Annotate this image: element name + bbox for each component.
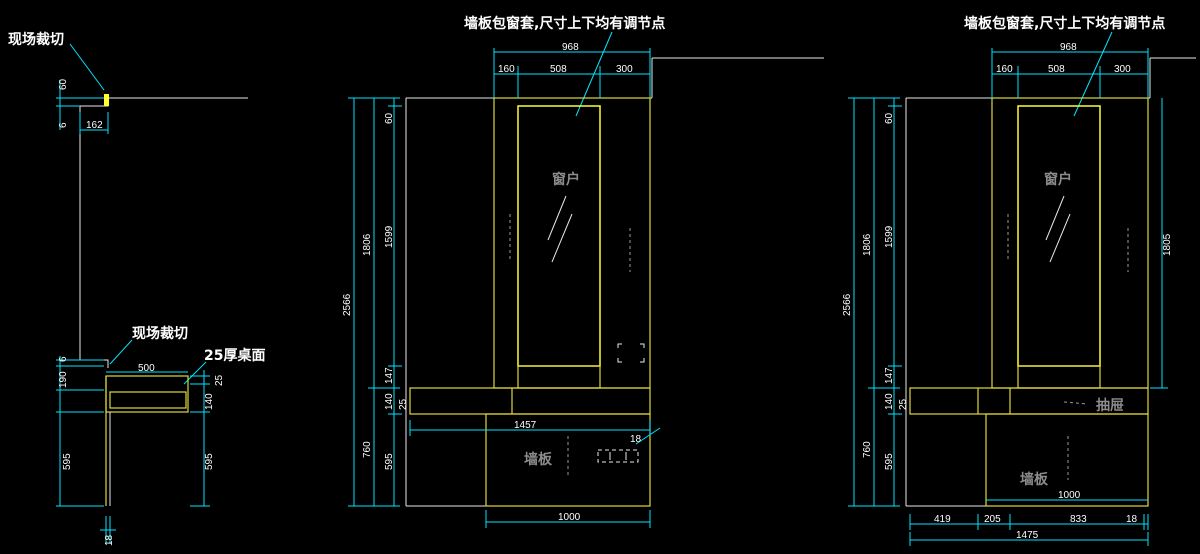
dim-mid-2566: 2566 <box>342 293 353 316</box>
elevation-view-2: 墙板包窗套,尺寸上下均有调节点 窗户 抽屉 墙板 968 160 50 <box>842 15 1196 546</box>
dim-mid-25: 25 <box>398 398 409 410</box>
dim-r-833: 833 <box>1070 514 1087 525</box>
dim-r-160: 160 <box>996 64 1013 75</box>
dim-162: 162 <box>86 120 103 131</box>
label-window-1: 窗户 <box>552 171 580 188</box>
elevation-view-1: 墙板包窗套,尺寸上下均有调节点 窗户 墙板 <box>342 15 824 528</box>
dim-mid-595: 595 <box>384 453 395 470</box>
dim-mid-968: 968 <box>562 42 579 53</box>
label-wall-panel-note-2: 墙板包窗套,尺寸上下均有调节点 <box>964 15 1165 32</box>
dim-18: 18 <box>104 534 115 546</box>
dim-140: 140 <box>204 393 215 410</box>
dim-595b: 595 <box>204 453 215 470</box>
label-wall-panel-1: 墙板 <box>524 451 553 468</box>
dim-r-205: 205 <box>984 514 1001 525</box>
dim-r-1475: 1475 <box>1016 530 1039 541</box>
dim-r-760: 760 <box>862 441 873 458</box>
side-section-view: 现场裁切 60 6 162 现场裁切 25厚桌面 6 190 <box>8 31 265 546</box>
dim-mid-1457: 1457 <box>514 420 537 431</box>
dim-r-595: 595 <box>884 453 895 470</box>
dim-r-25: 25 <box>898 398 909 410</box>
dim-mid-60: 60 <box>384 112 395 124</box>
dim-mid-18: 18 <box>630 434 642 445</box>
leader-field-cut-top <box>69 43 105 91</box>
wall-panel-2 <box>985 413 1149 507</box>
dim-r-147: 147 <box>884 367 895 384</box>
dim-r-1599: 1599 <box>884 225 895 248</box>
dim-r-419: 419 <box>934 514 951 525</box>
dim-r-1805: 1805 <box>1162 233 1173 256</box>
label-drawer: 抽屉 <box>1096 397 1124 414</box>
label-window-2: 窗户 <box>1044 171 1072 188</box>
dim-25: 25 <box>214 374 225 386</box>
dim-r-2566: 2566 <box>842 293 853 316</box>
dim-6: 6 <box>58 122 69 128</box>
dim-mid-1000: 1000 <box>558 512 581 523</box>
dim-595: 595 <box>62 453 73 470</box>
dim-r-508: 508 <box>1048 64 1065 75</box>
opening-symbol-1 <box>617 343 645 363</box>
dim-mid-1599: 1599 <box>384 225 395 248</box>
dim-mid-508: 508 <box>550 64 567 75</box>
dim-r-300: 300 <box>1114 64 1131 75</box>
outlet-symbol-1 <box>597 449 639 463</box>
label-wall-panel-2: 墙板 <box>1020 471 1049 488</box>
dim-mid-760: 760 <box>362 441 373 458</box>
leader-field-cut-bottom <box>109 339 133 365</box>
top-cut-marker <box>104 94 109 106</box>
dim-60: 60 <box>58 78 69 90</box>
dim-r-1000: 1000 <box>1058 490 1081 501</box>
dim-190: 190 <box>58 371 69 388</box>
dim-mid-140: 140 <box>384 393 395 410</box>
label-desk-top: 25厚桌面 <box>204 347 265 364</box>
label-field-cut-bottom: 现场裁切 <box>132 325 188 342</box>
dim-r-1806: 1806 <box>862 233 873 256</box>
label-field-cut-top: 现场裁切 <box>8 31 64 48</box>
dim-mid-300: 300 <box>616 64 633 75</box>
dim-r-140: 140 <box>884 393 895 410</box>
dim-mid-1806: 1806 <box>362 233 373 256</box>
dim-6b: 6 <box>58 356 69 362</box>
dim-r-60: 60 <box>884 112 895 124</box>
dim-r-18: 18 <box>1126 514 1138 525</box>
dim-mid-147: 147 <box>384 367 395 384</box>
dim-mid-160: 160 <box>498 64 515 75</box>
dim-500: 500 <box>138 363 155 374</box>
label-wall-panel-note-1: 墙板包窗套,尺寸上下均有调节点 <box>464 15 665 32</box>
dim-r-968: 968 <box>1060 42 1077 53</box>
wall-panel-1 <box>485 413 651 507</box>
